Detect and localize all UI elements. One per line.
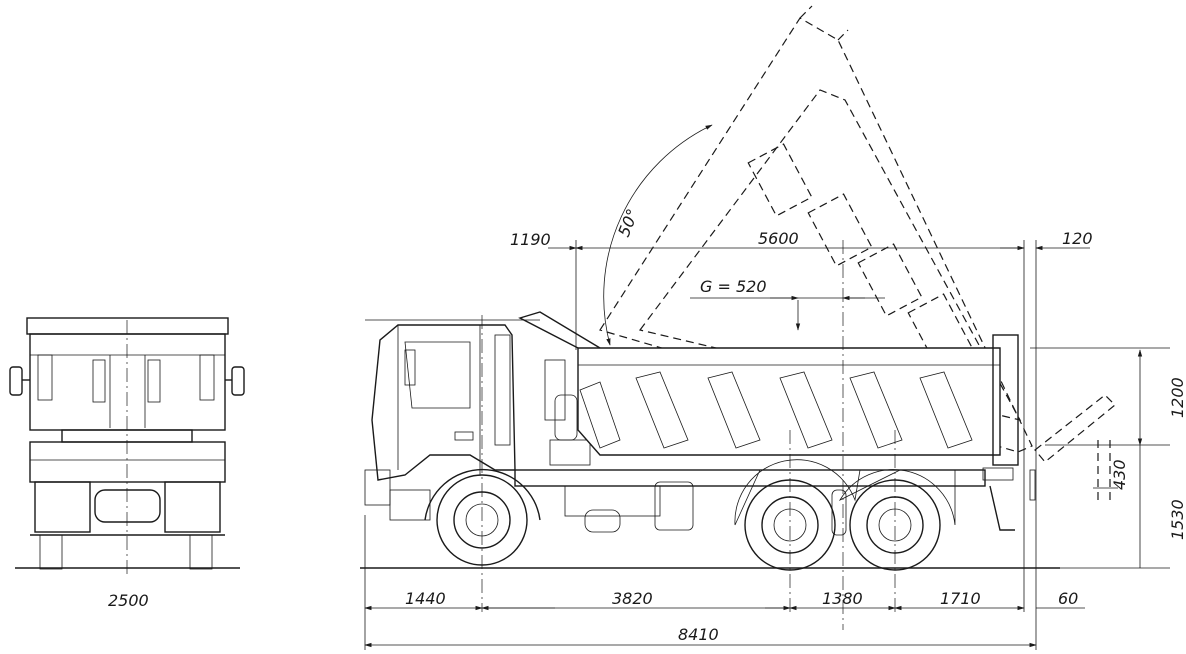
- dim-1530-label: 1530: [1168, 499, 1186, 540]
- dim-430-label: 430: [1110, 459, 1129, 490]
- dim-1380-label: 1380: [822, 589, 863, 608]
- dim-1710-label: 1710: [940, 589, 981, 608]
- chassis-frame: [514, 469, 986, 487]
- truck-side-view: [360, 311, 1060, 571]
- dim-60-label: 60: [1058, 589, 1078, 608]
- cog-label: G = 520: [700, 277, 767, 296]
- dim-1200-label: 1200: [1168, 377, 1186, 418]
- mirror-left-icon: [9, 366, 23, 396]
- tipping-angle-label: 50°: [614, 206, 642, 239]
- body-ribs: [579, 371, 973, 449]
- cab-window: [404, 341, 471, 409]
- fuel-tank-icon: [654, 481, 694, 531]
- dim-1440-label: 1440: [405, 589, 446, 608]
- dim-5600-label: 5600: [758, 229, 799, 248]
- dim-8410-label: 8410: [678, 625, 719, 644]
- dim-3820-label: 3820: [612, 589, 653, 608]
- cab-outline: [371, 324, 516, 481]
- dim-width-label: 2500: [108, 591, 149, 610]
- rear-view: [9, 317, 245, 575]
- dim-1190-label: 1190: [510, 230, 551, 249]
- mirror-right-icon: [231, 366, 245, 396]
- dim-120-label: 120: [1062, 229, 1093, 248]
